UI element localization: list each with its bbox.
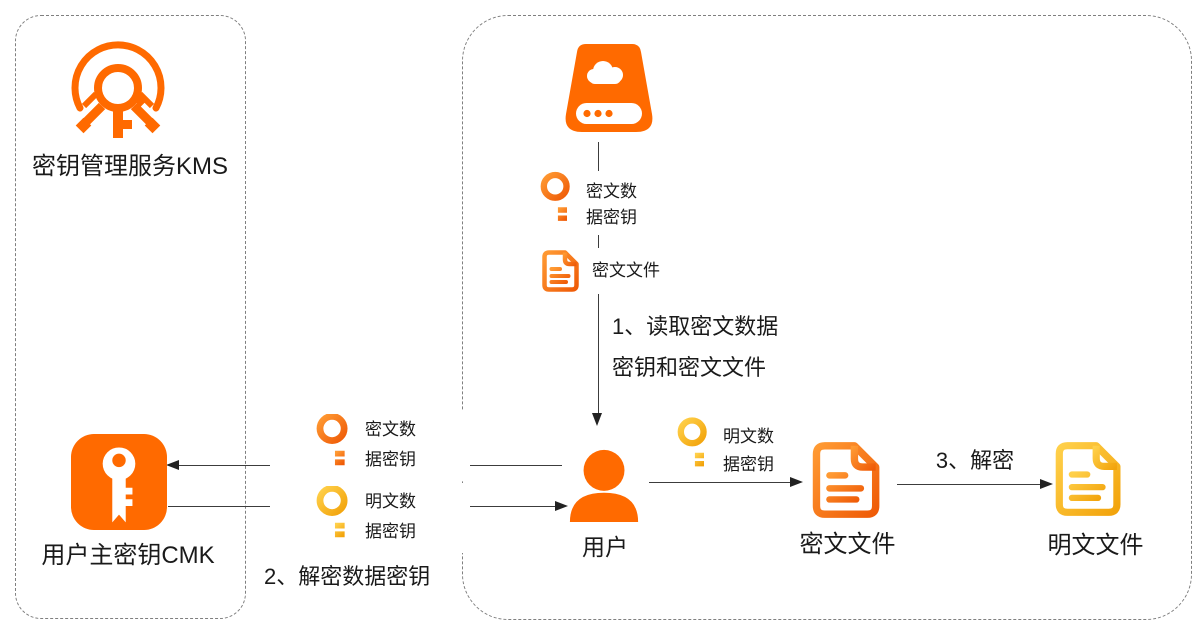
- step3-label: 3、解密: [935, 448, 1015, 473]
- step2-label: 2、解密数据密钥: [264, 564, 431, 589]
- exchange-plain-key-label: 明文数 据密钥: [365, 492, 416, 541]
- plain-file-label: 明文文件: [1047, 532, 1144, 559]
- exchange-cipher-key-label: 密文数 据密钥: [365, 420, 416, 469]
- exchange-plain-key-group: 明文数 据密钥: [270, 483, 470, 553]
- master-key-icon: [71, 434, 167, 530]
- plain-data-key-icon: [316, 486, 348, 542]
- cipher-file-label: 密文文件: [799, 531, 896, 558]
- arrowhead-down-user: [592, 413, 602, 426]
- user-plain-key-group: 明文数 据密钥: [674, 417, 774, 479]
- arrowhead-right-plainfile: [1040, 479, 1053, 489]
- arrowhead-left-cmk: [166, 460, 179, 470]
- exchange-cipher-key-group: 密文数 据密钥: [270, 411, 470, 481]
- user-icon: [569, 449, 639, 523]
- kms-panel-title: 密钥管理服务KMS: [31, 153, 228, 180]
- kms-service-icon: [71, 41, 165, 138]
- storage-file-label: 密文文件: [592, 261, 660, 280]
- cipher-data-key-icon: [316, 414, 348, 470]
- kms-panel-box: [15, 15, 246, 619]
- arrowhead-right-cipherfile: [790, 477, 803, 487]
- user-label: 用户: [582, 534, 628, 560]
- plain-data-key-icon: [677, 417, 707, 471]
- step1-label: 1、读取密文数据 密钥和密文文件: [612, 314, 779, 380]
- line-cipherfile-to-plainfile: [897, 484, 1041, 485]
- cipher-file-icon: [542, 250, 579, 292]
- cmk-label: 用户主密钥CMK: [41, 542, 215, 569]
- arrowhead-right-user: [555, 501, 568, 511]
- plain-file-icon: [1055, 442, 1121, 516]
- flow-panel-box: [462, 15, 1192, 620]
- storage-file-group: 密文文件: [532, 248, 677, 294]
- storage-key-group: 密文数 据密钥: [528, 171, 669, 235]
- storage-key-label: 密文数 据密钥: [586, 182, 637, 227]
- cipher-data-key-icon: [540, 171, 570, 225]
- cipher-file-icon: [812, 442, 880, 518]
- user-plain-key-label: 明文数 据密钥: [723, 427, 774, 474]
- line-user-to-cipherfile: [649, 482, 791, 483]
- cloud-storage-icon: [565, 44, 653, 132]
